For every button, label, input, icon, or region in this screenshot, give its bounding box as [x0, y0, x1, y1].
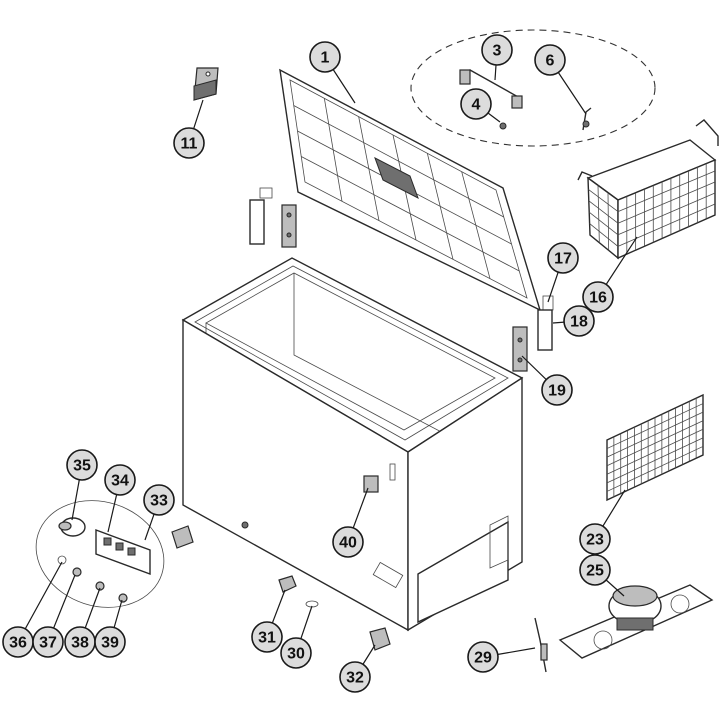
callout-number: 23 — [586, 532, 604, 549]
freezer-cabinet — [181, 257, 524, 632]
callout-circle — [547, 242, 579, 274]
thermostat-probe — [534, 617, 548, 673]
handle-kit — [459, 69, 592, 131]
callout-17: 17 — [547, 242, 579, 274]
callout-number: 18 — [570, 314, 588, 331]
callout-number: 19 — [548, 383, 566, 400]
callout-11: 11 — [173, 127, 205, 159]
callout-number: 32 — [346, 670, 364, 687]
callout-circle — [579, 554, 611, 586]
callout-circle — [582, 281, 614, 313]
callout-3: 3 — [481, 34, 513, 66]
callout-25: 25 — [579, 554, 611, 586]
callout-18: 18 — [563, 305, 595, 337]
callout-number: 11 — [181, 136, 198, 153]
wire-basket — [577, 119, 719, 260]
control-panel — [35, 500, 165, 608]
callout-number: 36 — [9, 635, 27, 652]
callout-39: 39 — [94, 626, 126, 658]
callout-36: 36 — [2, 626, 34, 658]
callout-number: 1 — [321, 50, 330, 67]
callout-circle — [251, 621, 283, 653]
callout-circle — [66, 449, 98, 481]
callout-number: 30 — [287, 646, 305, 663]
callout-23: 23 — [579, 523, 611, 555]
callout-33: 33 — [143, 484, 175, 516]
callout-4: 4 — [460, 88, 492, 120]
callout-circle — [280, 637, 312, 669]
callout-circle — [332, 526, 364, 558]
callout-16: 16 — [582, 281, 614, 313]
callout-37: 37 — [32, 626, 64, 658]
callout-number: 34 — [111, 473, 129, 490]
basket-wire-mesh — [588, 163, 716, 255]
callout-32: 32 — [339, 661, 371, 693]
handle-kit-outline — [410, 29, 656, 147]
callout-circle — [541, 374, 573, 406]
callout-circle — [563, 305, 595, 337]
callout-29: 29 — [467, 641, 499, 673]
callout-6: 6 — [534, 44, 566, 76]
callout-circle — [309, 41, 341, 73]
callout-number: 4 — [472, 97, 481, 114]
callout-30: 30 — [280, 637, 312, 669]
callout-35: 35 — [66, 449, 98, 481]
grille-mesh — [606, 398, 704, 497]
callout-circle — [104, 464, 136, 496]
callout-circle — [339, 661, 371, 693]
callout-number: 38 — [71, 635, 89, 652]
bracket-11 — [193, 67, 219, 101]
compressor-assembly — [558, 584, 714, 659]
callout-number: 25 — [586, 563, 604, 580]
small-parts — [171, 525, 391, 651]
callout-circle — [143, 484, 175, 516]
hinge-left — [249, 187, 297, 248]
condenser-grille — [606, 393, 704, 502]
callout-number: 17 — [554, 251, 572, 268]
callout-circle — [173, 127, 205, 159]
callout-number: 40 — [339, 535, 357, 552]
callout-number: 35 — [73, 458, 91, 475]
callout-38: 38 — [64, 626, 96, 658]
callout-circle — [460, 88, 492, 120]
callout-34: 34 — [104, 464, 136, 496]
lid-inner-grid — [293, 98, 520, 279]
callout-circle — [32, 626, 64, 658]
callout-circle — [467, 641, 499, 673]
callout-31: 31 — [251, 621, 283, 653]
hinge-right-17-18-19 — [512, 295, 554, 372]
callout-circle — [579, 523, 611, 555]
callout-number: 31 — [258, 630, 276, 647]
callout-number: 6 — [546, 53, 555, 70]
callout-40: 40 — [332, 526, 364, 558]
callout-number: 16 — [589, 290, 607, 307]
callout-circle — [94, 626, 126, 658]
callout-number: 39 — [101, 635, 119, 652]
callout-number: 29 — [474, 650, 492, 667]
callout-number: 3 — [493, 43, 502, 60]
callout-number: 37 — [39, 635, 57, 652]
callout-number: 33 — [150, 493, 168, 510]
callout-19: 19 — [541, 374, 573, 406]
callout-circle — [534, 44, 566, 76]
callout-circle — [481, 34, 513, 66]
callout-1: 1 — [309, 41, 341, 73]
lid — [279, 68, 542, 312]
